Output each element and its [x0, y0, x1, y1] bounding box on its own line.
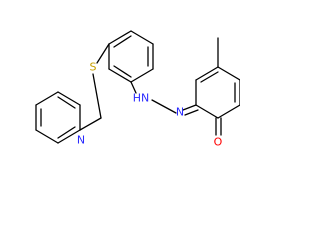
- bond-lines: [35, 30, 240, 144]
- bond: [57, 91, 81, 106]
- atom-label-carbonyl-oxygen: O: [214, 136, 223, 149]
- bond: [108, 68, 132, 83]
- molecule-diagram: S N HN N O: [35, 30, 240, 149]
- bond: [108, 30, 132, 45]
- bond: [182, 104, 197, 111]
- bond: [57, 129, 81, 144]
- bond: [184, 109, 199, 116]
- bond: [57, 126, 76, 139]
- atom-labels: S N HN N O: [77, 61, 223, 149]
- bond: [151, 99, 177, 114]
- atom-label-hydrazine-nh: HN: [133, 92, 150, 105]
- bond: [113, 65, 132, 78]
- bond: [57, 96, 76, 109]
- atom-label-imine-nitrogen: N: [176, 106, 184, 119]
- bond: [113, 35, 132, 48]
- bond: [79, 117, 102, 131]
- atom-label-sulfur: S: [90, 61, 97, 74]
- bond: [200, 71, 219, 83]
- bond: [130, 81, 137, 94]
- bond: [195, 66, 219, 81]
- bond: [217, 66, 240, 81]
- bond: [35, 129, 59, 144]
- atom-label-pyridine-nitrogen: N: [77, 134, 85, 147]
- bond: [35, 91, 59, 106]
- bond: [217, 104, 240, 119]
- bond: [92, 73, 102, 119]
- bond: [130, 68, 154, 83]
- bond: [96, 43, 110, 64]
- bond: [130, 30, 154, 45]
- bond: [195, 104, 219, 119]
